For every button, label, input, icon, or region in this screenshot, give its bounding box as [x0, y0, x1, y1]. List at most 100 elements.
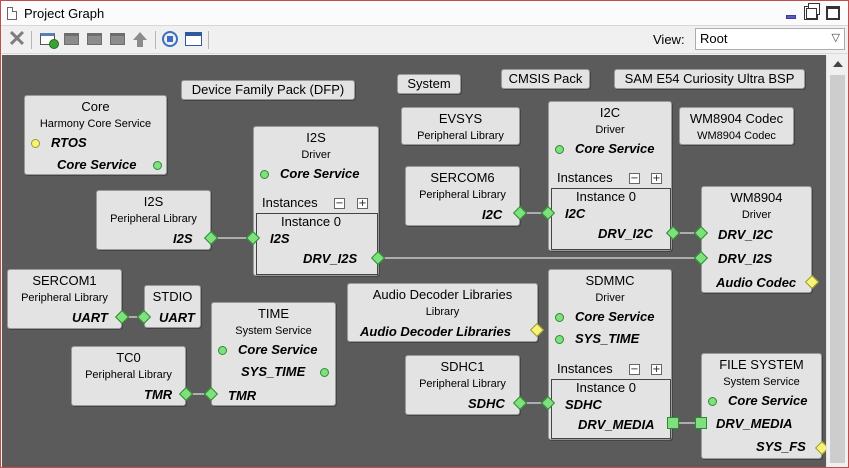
sdhc1-node[interactable]: SDHC1 Peripheral Library SDHC	[405, 355, 520, 415]
core-node[interactable]: Core Harmony Core Service RTOS Core Serv…	[24, 95, 167, 175]
file-system-drv-media-port[interactable]	[695, 417, 707, 429]
node-title: SDHC1	[440, 359, 485, 374]
scrollbar-thumb[interactable]	[830, 75, 845, 463]
i2s-driver-node[interactable]: I2S Driver Core Service Instances − + In…	[253, 126, 379, 276]
view-label: View:	[653, 32, 685, 47]
wm8904-driver-node[interactable]: WM8904 Driver DRV_I2C DRV_I2S Audio Code…	[701, 186, 812, 293]
system-label[interactable]: System	[397, 74, 461, 94]
uart-port-label: UART	[72, 310, 108, 325]
core-service-port[interactable]	[708, 397, 717, 406]
instance-0-label: Instance 0	[281, 214, 341, 229]
chevron-down-icon: ▽	[831, 32, 840, 44]
tc0-node[interactable]: TC0 Peripheral Library TMR	[71, 346, 186, 406]
sys-fs-label: SYS_FS	[756, 439, 806, 454]
node-subtitle: Driver	[595, 124, 625, 136]
i2c-label: I2C	[565, 206, 586, 221]
instance-0-box: Instance 0 SDHC DRV_MEDIA	[551, 379, 671, 439]
rtos-port[interactable]	[31, 139, 40, 148]
node-subtitle: Peripheral Library	[21, 292, 108, 304]
core-service-label: Core Service	[575, 141, 655, 156]
instance-0-box: Instance 0 I2S DRV_I2S	[256, 213, 378, 275]
sys-time-label: SYS_TIME	[241, 364, 306, 379]
node-title: FILE SYSTEM	[719, 357, 804, 372]
instance-0-box: Instance 0 I2C DRV_I2C	[551, 188, 671, 250]
node-subtitle: System Service	[723, 376, 800, 388]
i2c-driver-node[interactable]: I2C Driver Core Service Instances − + In…	[548, 101, 672, 251]
title-bar: Project Graph	[1, 1, 848, 26]
node-title: Core	[81, 99, 110, 114]
vertical-scrollbar[interactable]	[826, 55, 848, 467]
node-subtitle: Peripheral Library	[110, 213, 197, 225]
core-service-port[interactable]	[260, 170, 269, 179]
evsys-node[interactable]: EVSYS Peripheral Library	[401, 107, 520, 145]
node-subtitle: Driver	[301, 149, 331, 161]
window-icon[interactable]	[183, 29, 203, 49]
toolbar: ✕ View: Root ▽	[1, 26, 848, 54]
sys-time-port[interactable]	[555, 335, 564, 344]
file-system-node[interactable]: FILE SYSTEM System Service Core Service …	[701, 353, 822, 459]
node-subtitle: Driver	[741, 209, 772, 221]
remove-icon[interactable]	[61, 29, 81, 49]
remove-instance-button[interactable]: −	[334, 198, 345, 209]
dfp-label[interactable]: Device Family Pack (DFP)	[181, 80, 355, 100]
time-node[interactable]: TIME System Service Core Service SYS_TIM…	[211, 302, 336, 406]
node-title: Audio Decoder Libraries	[372, 287, 513, 302]
view-select-value: Root	[700, 31, 728, 46]
sercom6-node[interactable]: SERCOM6 Peripheral Library I2C	[405, 166, 520, 226]
collapse-icon[interactable]	[84, 29, 104, 49]
drv-i2c-label: DRV_I2C	[718, 227, 773, 242]
maximize-icon[interactable]	[826, 6, 840, 20]
node-title: EVSYS	[438, 111, 483, 126]
scroll-up-icon[interactable]	[833, 61, 843, 67]
view-select[interactable]: Root ▽	[695, 28, 845, 50]
instances-label: Instances	[557, 170, 613, 185]
drv-media-port[interactable]	[667, 417, 679, 429]
target-icon[interactable]	[160, 29, 180, 49]
core-service-port[interactable]	[218, 346, 227, 355]
sercom1-node[interactable]: SERCOM1 Peripheral Library UART	[7, 269, 122, 329]
core-service-label: Core Service	[238, 342, 318, 357]
sdmmc-node[interactable]: SDMMC Driver Core Service SYS_TIME Insta…	[548, 269, 672, 440]
core-service-label: Core Service	[280, 166, 360, 181]
drv-i2c-label: DRV_I2C	[598, 226, 653, 241]
add-component-icon[interactable]	[37, 29, 59, 49]
remove-instance-button[interactable]: −	[629, 364, 640, 375]
core-service-label: Core Service	[728, 393, 808, 408]
window-title: Project Graph	[24, 6, 105, 21]
i2s-label: I2S	[270, 231, 290, 246]
core-service-port[interactable]	[153, 161, 162, 170]
sdhc-label: SDHC	[565, 397, 602, 412]
node-subtitle: Peripheral Library	[419, 189, 506, 201]
add-instance-button[interactable]: +	[651, 173, 662, 184]
minimize-icon[interactable]	[786, 15, 796, 19]
core-service-port[interactable]	[555, 313, 564, 322]
drv-media-label: DRV_MEDIA	[716, 416, 793, 431]
drv-media-label: DRV_MEDIA	[578, 417, 655, 432]
node-title: TIME	[257, 306, 290, 321]
core-service-port[interactable]	[555, 145, 564, 154]
restore-icon[interactable]	[804, 3, 820, 20]
delete-icon[interactable]: ✕	[7, 26, 27, 51]
drv-i2s-label: DRV_I2S	[303, 251, 358, 266]
audio-decoder-node[interactable]: Audio Decoder Libraries Library Audio De…	[347, 283, 538, 342]
drv-i2s-label: DRV_I2S	[718, 251, 773, 266]
add-instance-button[interactable]: +	[357, 198, 368, 209]
stdio-node[interactable]: STDIO UART	[144, 285, 201, 328]
graph-canvas[interactable]: Device Family Pack (DFP) System CMSIS Pa…	[2, 55, 826, 467]
remove-instance-button[interactable]: −	[629, 173, 640, 184]
wm8904-codec-node[interactable]: WM8904 Codec WM8904 Codec	[679, 107, 794, 145]
rtos-label: RTOS	[51, 135, 87, 150]
expand-icon[interactable]	[107, 29, 127, 49]
bsp-label[interactable]: SAM E54 Curiosity Ultra BSP	[614, 69, 805, 89]
core-service-label: Core Service	[57, 157, 137, 172]
cmsis-pack-label[interactable]: CMSIS Pack	[501, 69, 590, 89]
move-up-icon[interactable]	[130, 29, 150, 49]
add-instance-button[interactable]: +	[651, 364, 662, 375]
sdhc-port-label: SDHC	[468, 396, 505, 411]
sys-time-port[interactable]	[320, 368, 329, 377]
node-subtitle: Peripheral Library	[85, 369, 172, 381]
node-subtitle: Driver	[595, 292, 625, 304]
i2s-plib-node[interactable]: I2S Peripheral Library I2S	[96, 190, 211, 250]
core-service-label: Core Service	[575, 309, 655, 324]
